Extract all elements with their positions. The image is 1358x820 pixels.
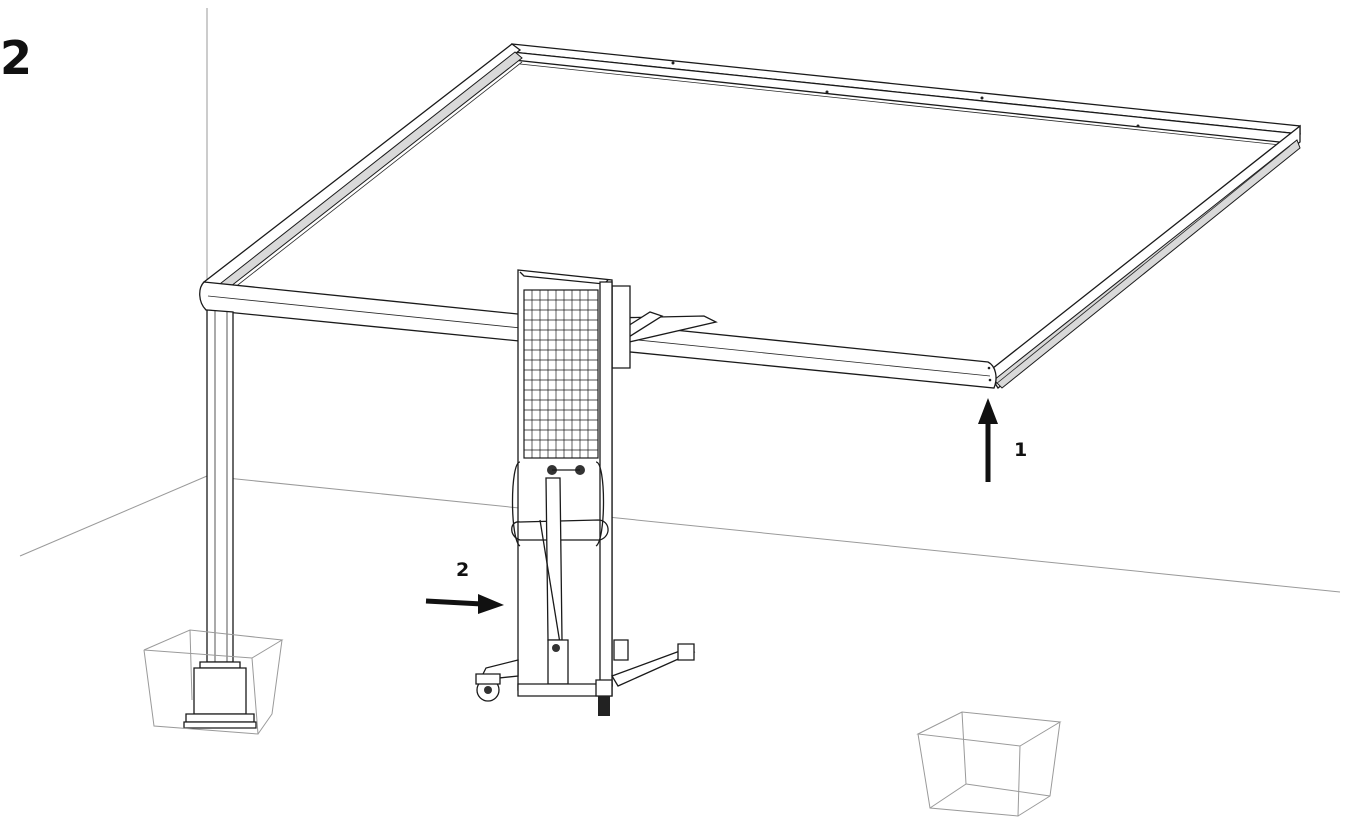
pergola-post bbox=[183, 309, 257, 729]
step-number: 2 bbox=[0, 31, 32, 85]
callout-1-label: 1 bbox=[1014, 439, 1027, 461]
mesh-guard bbox=[523, 289, 599, 459]
arrow-lift-up bbox=[978, 398, 998, 482]
pergola-frame bbox=[199, 43, 1301, 389]
callout-2-label: 2 bbox=[456, 559, 469, 581]
arrow-push-right bbox=[425, 594, 504, 614]
footing-left bbox=[143, 629, 284, 735]
footing-right bbox=[916, 711, 1062, 817]
room-lines bbox=[19, 8, 1341, 593]
material-lift bbox=[475, 269, 718, 716]
